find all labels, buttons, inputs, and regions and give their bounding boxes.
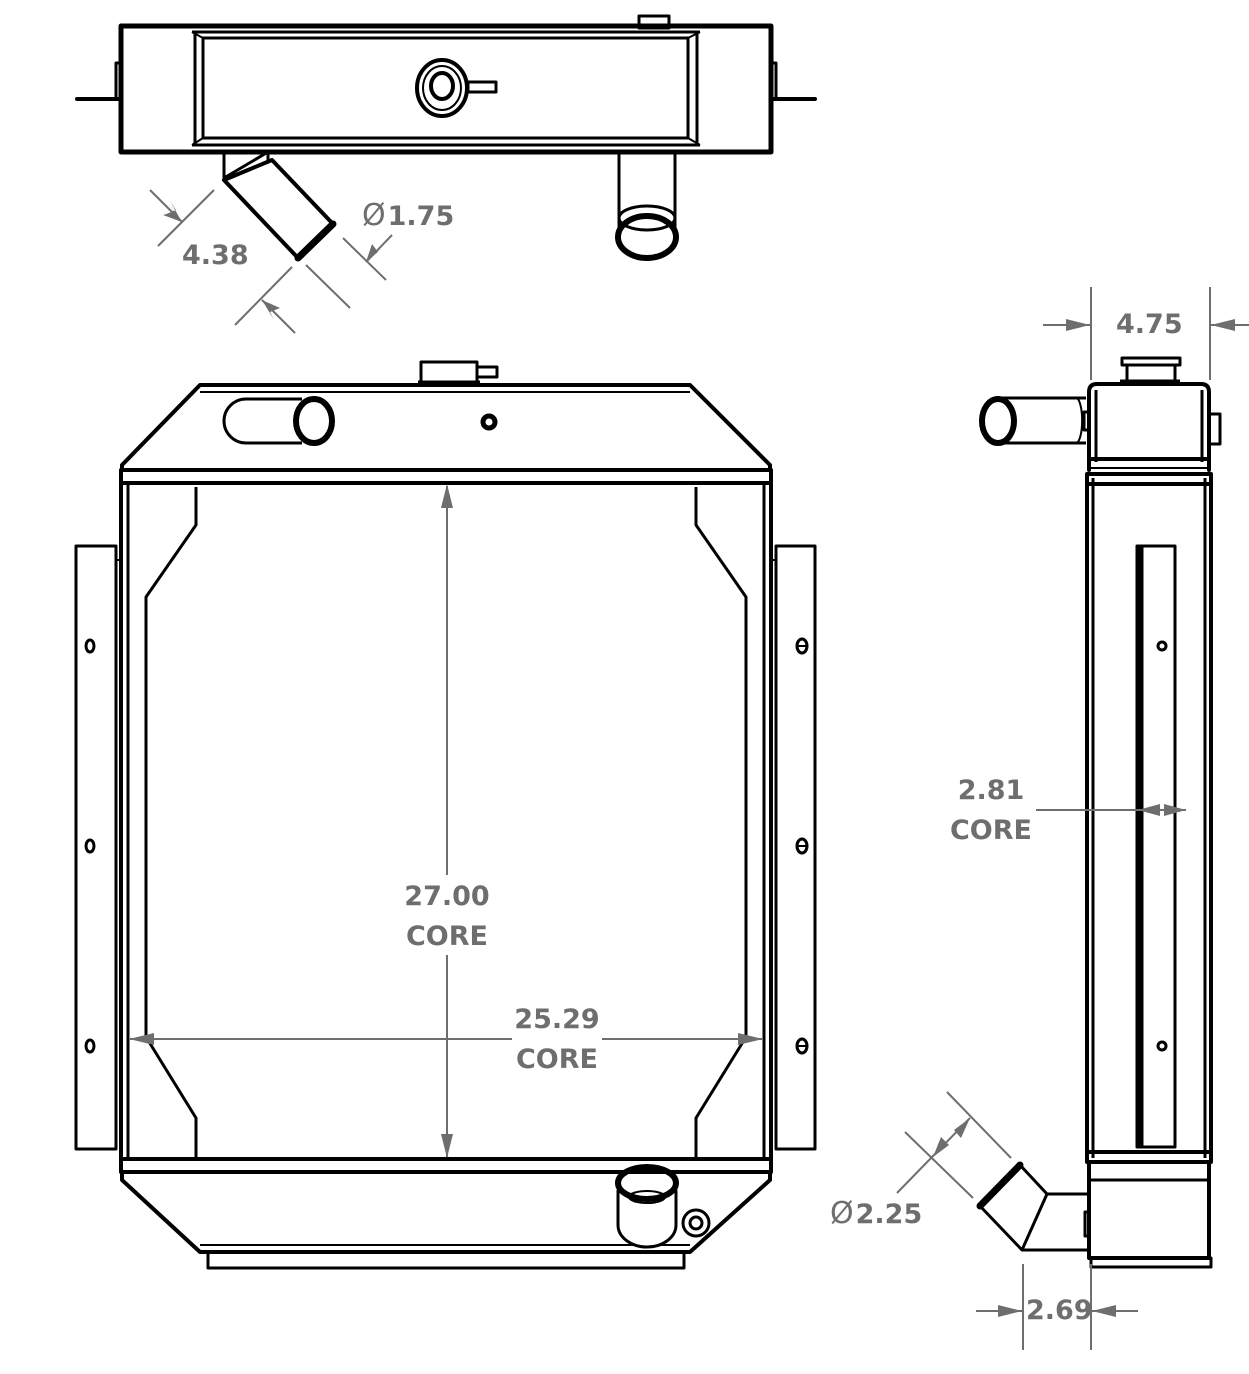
dimension-outlet-diameter — [896, 1091, 1012, 1199]
core-depth-note: CORE — [949, 815, 1032, 846]
dimension-core-width — [129, 1033, 763, 1045]
core-width-value: 25.29 — [514, 1004, 600, 1035]
outlet-offset-label: 2.69 — [1026, 1291, 1093, 1331]
inlet-length-label: 4.38 — [182, 236, 249, 276]
dimension-overall-depth — [1043, 287, 1249, 380]
front-view — [74, 360, 817, 1270]
core-height-note: CORE — [405, 921, 488, 952]
dimension-inlet-diameter — [305, 234, 393, 309]
inlet-length-value: 4.38 — [182, 240, 249, 271]
overall-depth-value: 4.75 — [1116, 309, 1183, 340]
diameter-symbol-icon: Ø — [830, 1196, 854, 1231]
core-width-label: 25.29 CORE — [510, 1000, 604, 1080]
dimension-core-height — [441, 484, 453, 1158]
core-width-note: CORE — [515, 1044, 598, 1075]
core-height-value: 27.00 — [404, 881, 490, 912]
diameter-symbol-icon: Ø — [362, 198, 386, 233]
dimension-outlet-offset — [976, 1264, 1138, 1350]
outlet-offset-value: 2.69 — [1026, 1295, 1093, 1326]
top-view — [75, 14, 817, 262]
dimension-inlet-length — [149, 189, 296, 334]
side-view — [976, 356, 1222, 1269]
overall-depth-label: 4.75 — [1116, 305, 1183, 345]
inlet-diameter-value: 1.75 — [387, 201, 455, 232]
dimension-core-depth — [1036, 804, 1186, 816]
outlet-diameter-label: Ø2.25 — [830, 1194, 922, 1235]
core-depth-value: 2.81 — [957, 775, 1025, 806]
core-depth-label: 2.81 CORE — [944, 771, 1038, 851]
core-height-label: 27.00 CORE — [400, 877, 494, 957]
inlet-diameter-label: Ø1.75 — [362, 196, 454, 237]
outlet-diameter-value: 2.25 — [855, 1199, 923, 1230]
